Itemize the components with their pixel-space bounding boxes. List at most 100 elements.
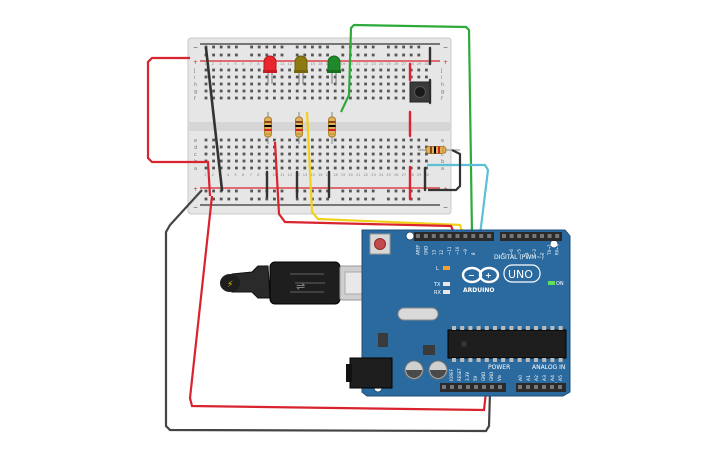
breadboard-hole[interactable] — [273, 138, 276, 142]
breadboard-hole[interactable] — [364, 152, 367, 156]
breadboard-hole[interactable] — [303, 166, 307, 170]
red-led[interactable] — [263, 55, 277, 84]
breadboard-hole[interactable] — [318, 89, 322, 93]
red-wire-left-loop[interactable] — [146, 56, 212, 197]
rail-hole[interactable] — [250, 45, 253, 49]
cyan-wire-button-signal[interactable] — [427, 163, 490, 236]
breadboard-hole[interactable] — [402, 138, 405, 142]
breadboard-hole[interactable] — [273, 152, 276, 156]
header-pin[interactable] — [547, 234, 552, 238]
breadboard-hole[interactable] — [204, 166, 208, 170]
rail-hole[interactable] — [257, 189, 261, 193]
rail-hole[interactable] — [311, 53, 314, 57]
rail-hole[interactable] — [204, 189, 208, 193]
rail-hole[interactable] — [318, 45, 322, 49]
black-wire-gnd[interactable] — [164, 189, 492, 433]
breadboard-hole[interactable] — [280, 145, 284, 149]
breadboard-hole[interactable] — [425, 68, 428, 72]
green-wire-pin9[interactable] — [340, 23, 474, 236]
breadboard-hole[interactable] — [280, 152, 284, 156]
rail-hole[interactable] — [318, 197, 322, 201]
breadboard-hole[interactable] — [371, 68, 375, 72]
breadboard-hole[interactable] — [280, 82, 284, 86]
rail-hole[interactable] — [219, 197, 223, 201]
red-wire-pin11[interactable] — [273, 141, 457, 236]
red-wire-5v[interactable] — [188, 195, 488, 412]
header-pin[interactable] — [474, 385, 478, 389]
breadboard-hole[interactable] — [219, 145, 223, 149]
header-pin[interactable] — [479, 234, 484, 238]
breadboard-hole[interactable] — [212, 152, 215, 156]
breadboard-hole[interactable] — [318, 166, 322, 170]
breadboard-hole[interactable] — [379, 166, 383, 170]
breadboard-hole[interactable] — [250, 166, 253, 170]
breadboard-hole[interactable] — [333, 159, 337, 163]
rail-hole[interactable] — [212, 53, 215, 57]
rail-hole[interactable] — [265, 53, 269, 57]
rail-hole[interactable] — [326, 45, 329, 49]
header-pin[interactable] — [442, 385, 446, 389]
rail-hole[interactable] — [273, 45, 276, 49]
breadboard-hole[interactable] — [265, 82, 269, 86]
breadboard-hole[interactable] — [364, 159, 367, 163]
header-pin[interactable] — [498, 385, 502, 389]
breadboard-hole[interactable] — [250, 159, 253, 163]
breadboard-hole[interactable] — [242, 68, 246, 72]
rail-hole[interactable] — [212, 197, 215, 201]
breadboard-hole[interactable] — [219, 138, 223, 142]
rail-hole[interactable] — [364, 189, 367, 193]
header-pin[interactable] — [509, 234, 514, 238]
breadboard-hole[interactable] — [394, 166, 398, 170]
breadboard-hole[interactable] — [235, 68, 238, 72]
rail-hole[interactable] — [273, 197, 276, 201]
breadboard-hole[interactable] — [204, 145, 208, 149]
breadboard-hole[interactable] — [212, 145, 215, 149]
breadboard-hole[interactable] — [257, 166, 261, 170]
breadboard-hole[interactable] — [212, 159, 215, 163]
rail-hole[interactable] — [295, 53, 299, 57]
rail-hole[interactable] — [273, 53, 276, 57]
breadboard-hole[interactable] — [409, 152, 413, 156]
breadboard-hole[interactable] — [204, 89, 208, 93]
breadboard-hole[interactable] — [379, 145, 383, 149]
breadboard-hole[interactable] — [235, 166, 238, 170]
breadboard-hole[interactable] — [349, 89, 352, 93]
breadboard-hole[interactable] — [311, 145, 314, 149]
breadboard-hole[interactable] — [326, 96, 329, 100]
rail-hole[interactable] — [219, 45, 223, 49]
breadboard-hole[interactable] — [417, 68, 421, 72]
breadboard-hole[interactable] — [356, 89, 360, 93]
rail-hole[interactable] — [303, 189, 307, 193]
breadboard-hole[interactable] — [235, 159, 238, 163]
breadboard-hole[interactable] — [318, 96, 322, 100]
breadboard-hole[interactable] — [356, 159, 360, 163]
breadboard-hole[interactable] — [227, 145, 231, 149]
breadboard-hole[interactable] — [257, 152, 261, 156]
breadboard-hole[interactable] — [212, 89, 215, 93]
rail-hole[interactable] — [326, 189, 329, 193]
breadboard-hole[interactable] — [250, 89, 253, 93]
breadboard-hole[interactable] — [257, 89, 261, 93]
rail-hole[interactable] — [235, 53, 238, 57]
breadboard-hole[interactable] — [326, 166, 329, 170]
breadboard-hole[interactable] — [250, 152, 253, 156]
breadboard-hole[interactable] — [295, 138, 299, 142]
header-pin[interactable] — [482, 385, 486, 389]
breadboard-hole[interactable] — [280, 166, 284, 170]
breadboard-hole[interactable] — [417, 166, 421, 170]
breadboard-hole[interactable] — [326, 145, 329, 149]
breadboard-hole[interactable] — [364, 68, 367, 72]
breadboard-hole[interactable] — [349, 159, 352, 163]
breadboard-hole[interactable] — [417, 75, 421, 79]
header-pin[interactable] — [487, 234, 492, 238]
breadboard-hole[interactable] — [311, 96, 314, 100]
header-pin[interactable] — [431, 234, 436, 238]
breadboard-hole[interactable] — [387, 152, 390, 156]
breadboard-hole[interactable] — [311, 82, 314, 86]
breadboard-hole[interactable] — [402, 89, 405, 93]
breadboard-hole[interactable] — [417, 159, 421, 163]
breadboard-hole[interactable] — [265, 145, 269, 149]
breadboard-hole[interactable] — [227, 159, 231, 163]
rail-hole[interactable] — [303, 45, 307, 49]
breadboard-hole[interactable] — [326, 89, 329, 93]
